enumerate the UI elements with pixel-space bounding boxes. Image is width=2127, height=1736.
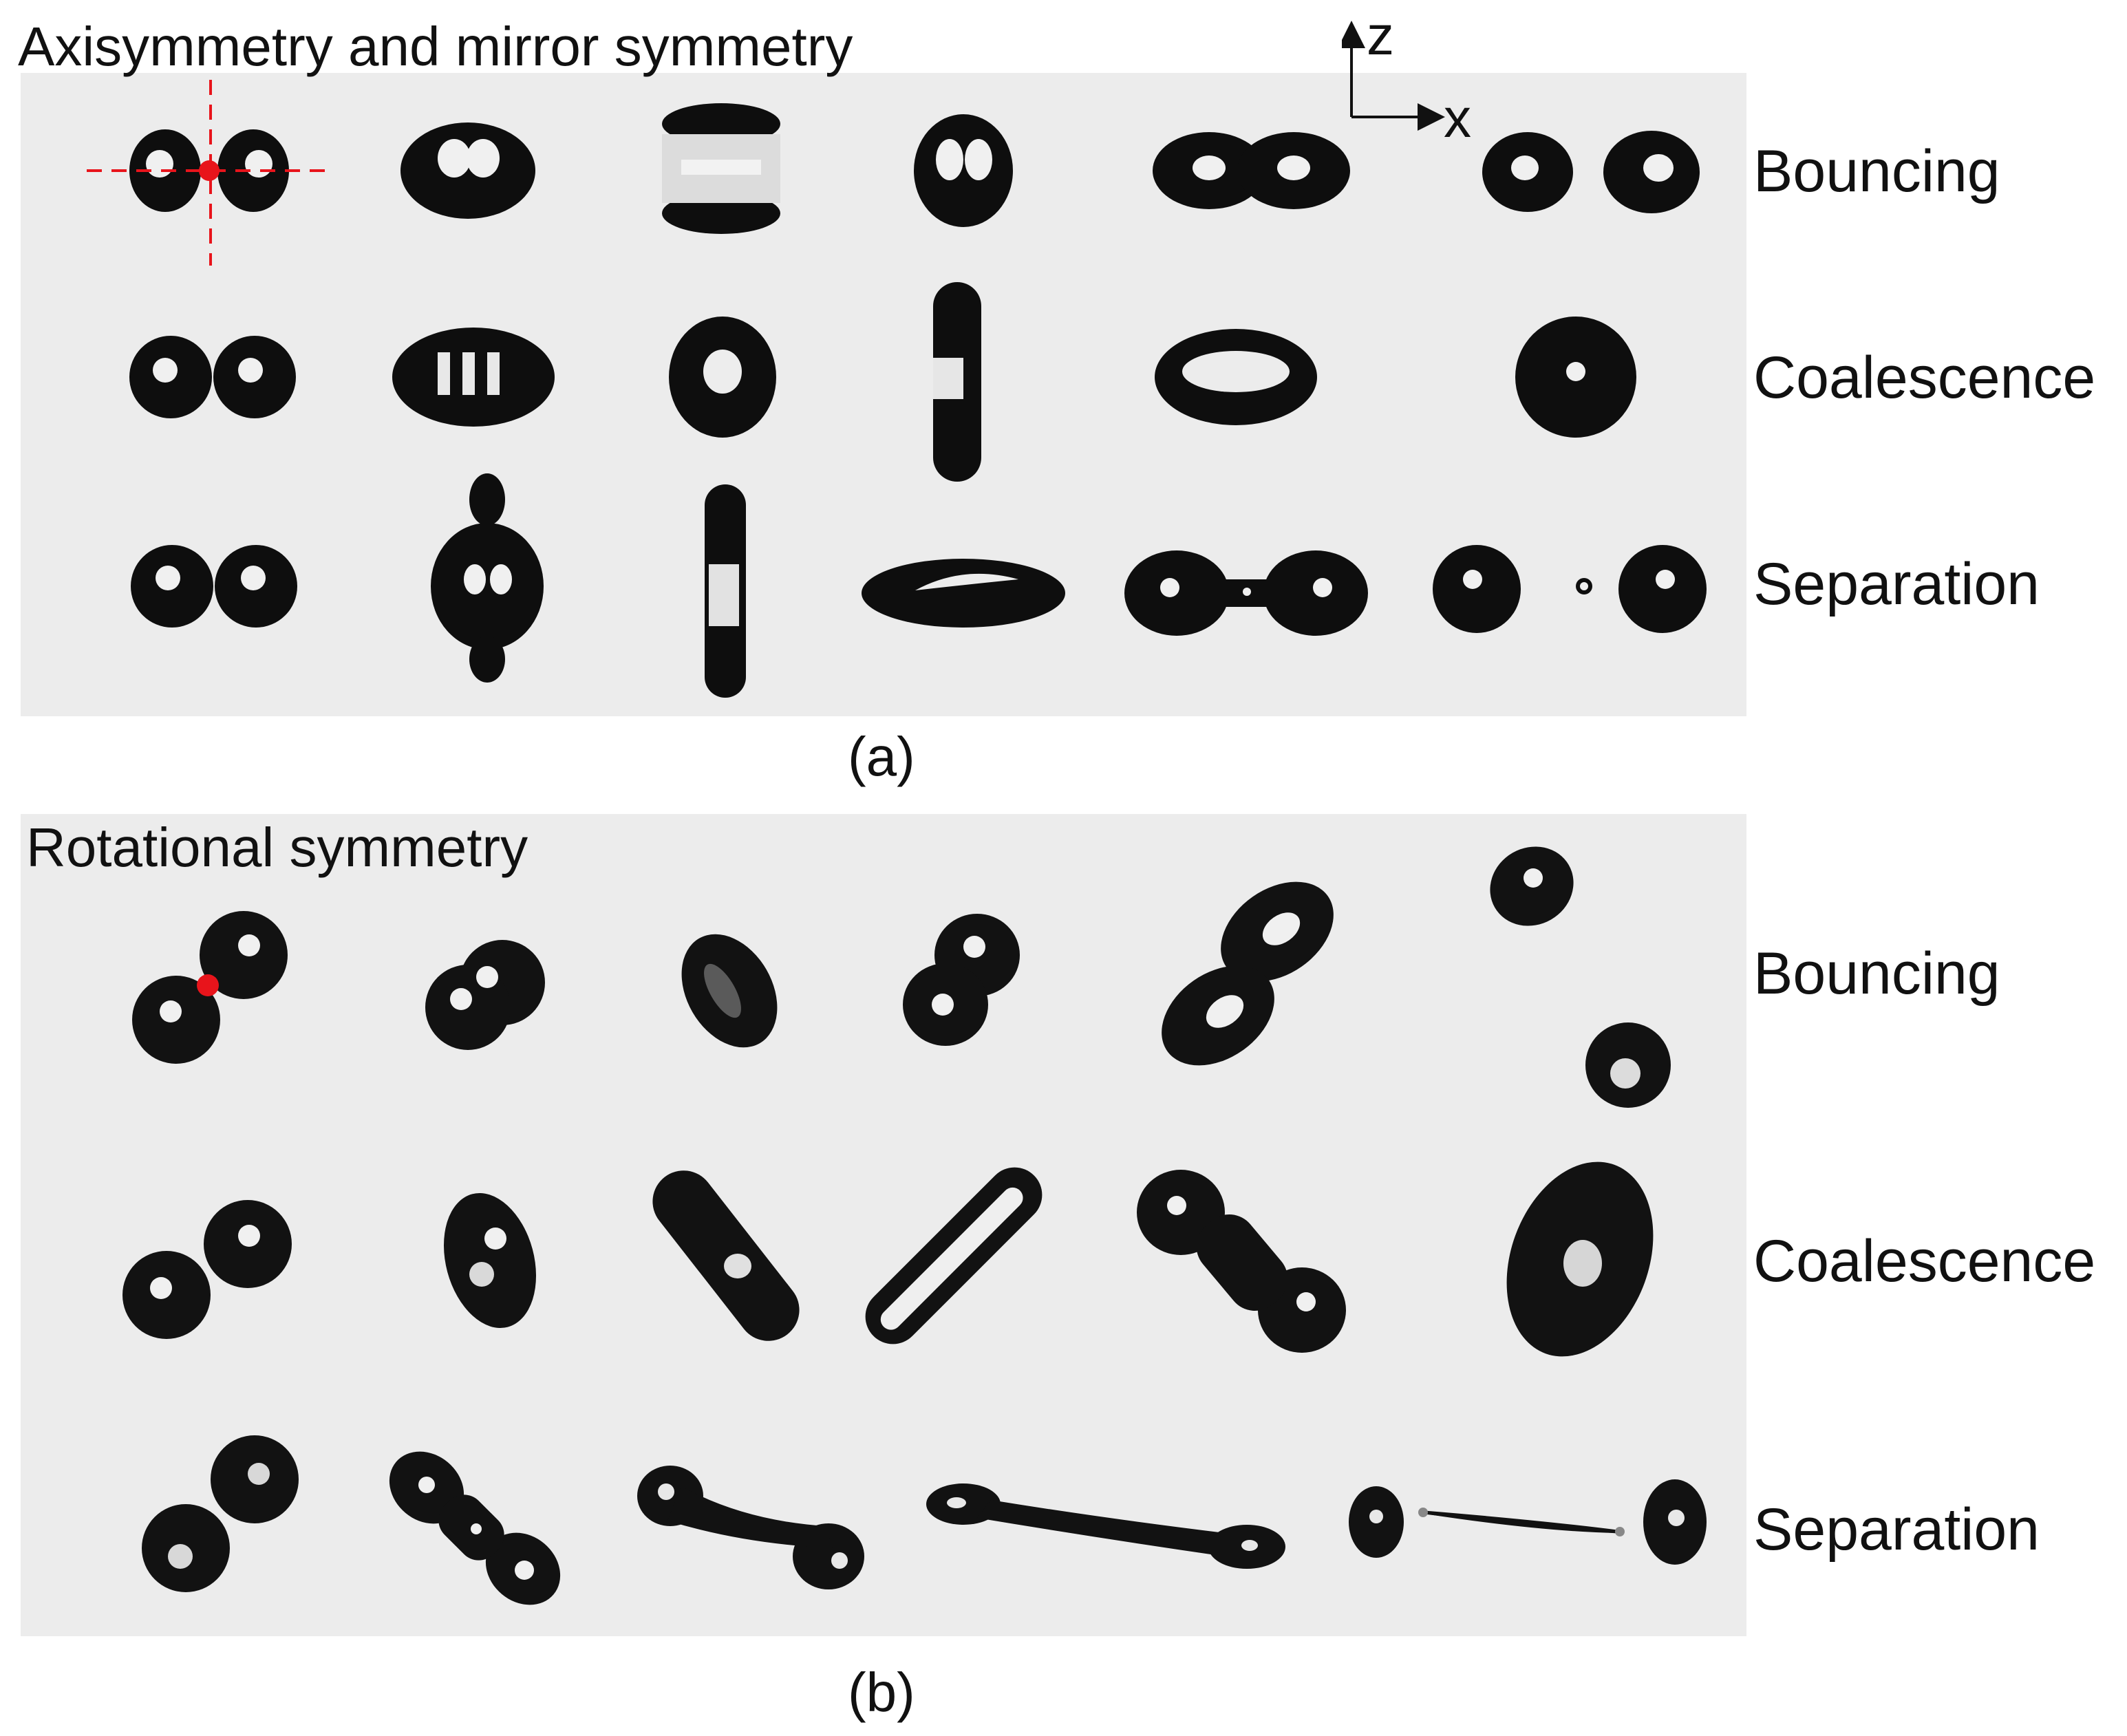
frame-a-bouncing-5 [1153,132,1350,209]
frame-a-bouncing-3 [662,103,780,234]
frame-a-separation-1 [131,545,297,628]
row-label-separation-a: Separation [1753,551,2040,617]
frame-a-bouncing-4 [914,114,1013,227]
panel-b-image-area [21,814,1746,1636]
z-axis-label: z [1367,5,1394,66]
symmetry-center-marker-a [87,80,328,266]
frame-b-bouncing-4 [903,914,1020,1046]
frame-b-coalescence-5 [1137,1170,1346,1353]
frame-b-separation-5 [1349,1479,1707,1565]
row-label-coalescence-b: Coalescence [1753,1228,2096,1294]
row-label-bouncing-b: Bouncing [1753,941,2000,1007]
frame-b-coalescence-2 [443,1192,537,1329]
panel-b-title: Rotational symmetry [26,817,528,878]
frame-b-coalescence-1 [122,1200,292,1339]
panel-b-caption: (b) [848,1662,915,1723]
frame-a-coalescence-2 [392,328,555,427]
row-label-bouncing-a: Bouncing [1753,138,2000,204]
panel-a-title: Axisymmetry and mirror symmetry [18,16,853,77]
frame-b-bouncing-6 [1490,846,1671,1108]
frame-a-separation-4 [862,559,1065,628]
frame-a-separation-2 [431,473,544,683]
row-label-separation-b: Separation [1753,1497,2040,1563]
axes-arrows [1342,21,1445,131]
x-axis-label: x [1444,87,1471,149]
frame-a-coalescence-5 [1155,329,1317,425]
frame-a-coalescence-4 [933,282,981,482]
frame-a-coalescence-3 [669,317,776,438]
frame-b-bouncing-2 [425,940,545,1050]
frame-b-bouncing-1 [132,911,288,1064]
frame-b-bouncing-3 [681,934,778,1048]
frame-b-coalescence-4 [865,1167,1043,1344]
frame-b-bouncing-5 [1162,881,1334,1066]
frame-b-coalescence-6 [1506,1161,1654,1357]
frame-b-separation-3 [637,1466,864,1589]
frame-a-separation-5 [1124,550,1368,636]
frame-b-separation-2 [389,1451,561,1605]
row-label-coalescence-a: Coalescence [1753,345,2096,411]
axes-indicator: z x [1342,8,1493,146]
panel-a-caption: (a) [848,726,915,787]
frame-b-coalescence-3 [652,1170,800,1341]
frame-a-bouncing-2 [400,122,535,219]
frame-a-coalescence-6 [1515,317,1636,438]
frame-b-separation-4 [926,1483,1285,1569]
frame-b-separation-1 [142,1435,299,1592]
frame-a-coalescence-1 [129,336,296,418]
contact-point-marker-b [197,974,219,996]
frame-a-separation-6 [1433,545,1707,633]
frame-a-bouncing-6 [1482,131,1700,213]
frame-a-separation-3 [705,484,746,698]
